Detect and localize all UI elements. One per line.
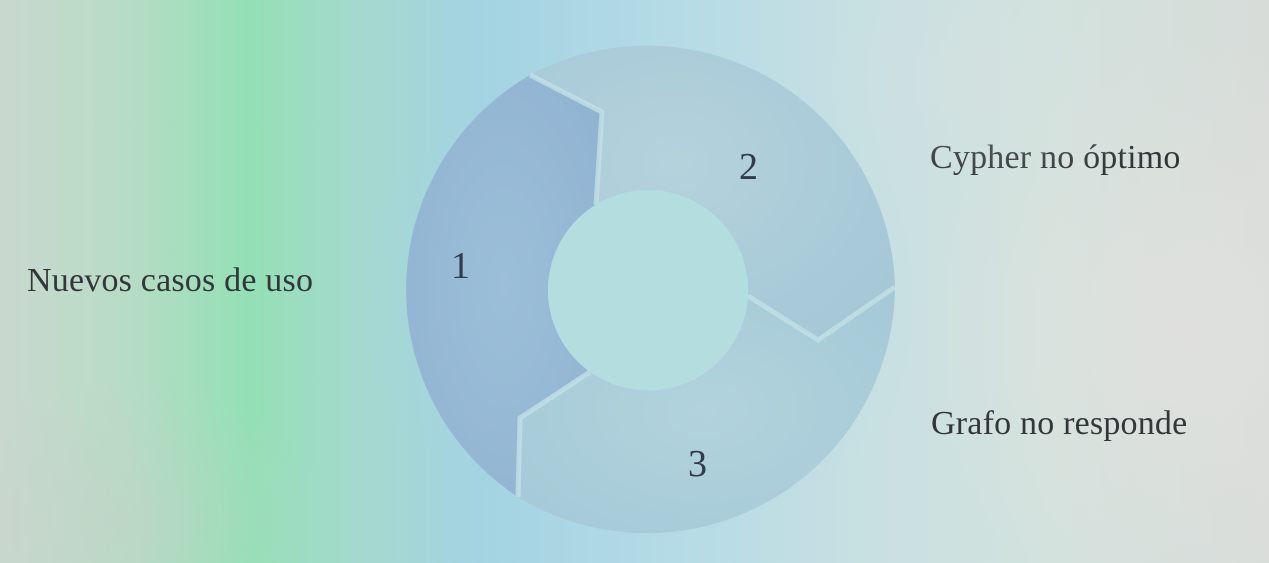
segment-number-3: 3 xyxy=(688,443,707,485)
segment-number-1: 1 xyxy=(451,245,470,287)
segment-label-1: Nuevos casos de uso xyxy=(27,262,314,299)
cycle-segment-1 xyxy=(406,75,602,497)
cycle-segment-2 xyxy=(530,45,895,341)
segment-separator-2-3 xyxy=(746,284,897,343)
segment-separator-3-1 xyxy=(515,369,592,498)
segment-label-2: Cypher no óptimo xyxy=(930,139,1181,176)
cycle-segment-3 xyxy=(518,287,895,534)
segment-number-2: 2 xyxy=(739,146,758,188)
segment-separator-1-2 xyxy=(528,72,605,206)
segment-label-3: Grafo no responde xyxy=(931,405,1188,442)
cycle-center xyxy=(548,190,748,390)
